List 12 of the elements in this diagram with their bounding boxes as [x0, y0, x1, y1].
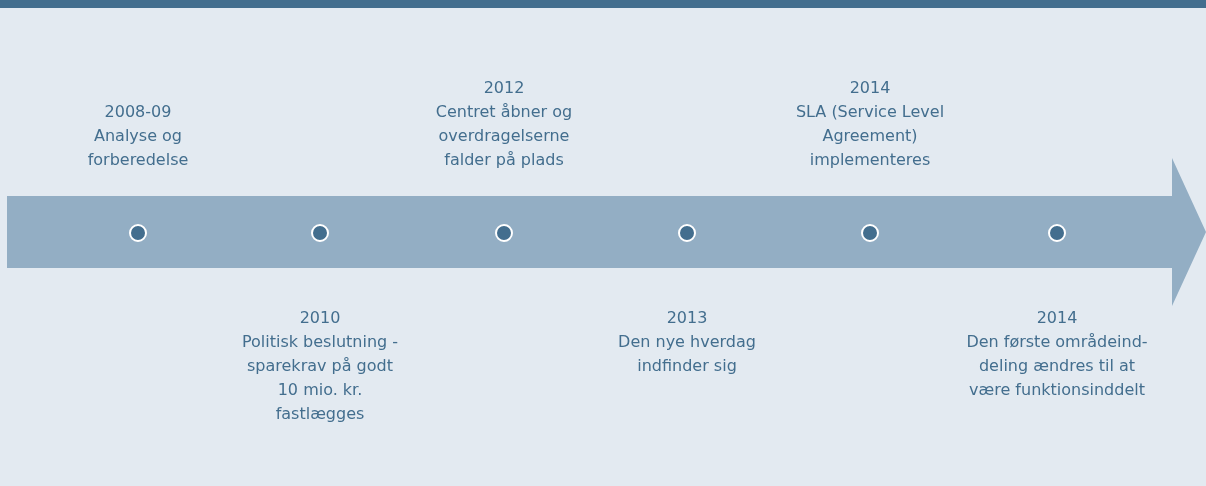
year-label: 2010	[298, 307, 342, 329]
event-description: Centret åbner og overdragelserne falder på plads	[434, 101, 574, 171]
year-label: 2014	[1035, 307, 1079, 329]
year-label: 2008-09	[103, 101, 173, 123]
event-description: Analyse og forberedelse	[86, 125, 190, 171]
year-label: 2013	[665, 307, 709, 329]
event-description: Den første områdeind- deling ændres til at være funktionsinddelt	[965, 331, 1149, 401]
event-description: SLA (Service Level Agreement) implementeres	[794, 101, 946, 171]
year-label: 2012	[482, 77, 526, 99]
year-label: 2014	[848, 77, 892, 99]
event-description: Politisk beslutning - sparekrav på godt 10 mio. kr. fastlægges	[240, 331, 400, 425]
event-description: Den nye hverdag indfinder sig	[617, 331, 757, 377]
